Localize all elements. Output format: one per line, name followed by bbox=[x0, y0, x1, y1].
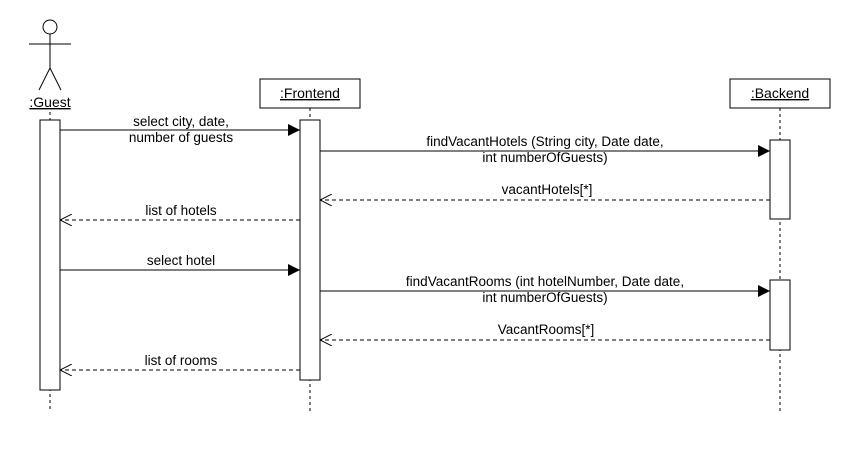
backend-activation-1 bbox=[769, 139, 791, 220]
message-label-line-2: int numberOfGuests) bbox=[482, 150, 607, 165]
return-label: list of rooms bbox=[145, 353, 218, 368]
return-label: VacantRooms[*] bbox=[498, 322, 595, 337]
frontend-participant: :Frontend bbox=[259, 78, 361, 109]
message-label-line-2: number of guests bbox=[129, 130, 234, 145]
message-find-vacant-rooms: findVacantRooms (int hotelNumber, Date d… bbox=[320, 274, 770, 305]
actor-head bbox=[42, 19, 58, 35]
actor-left-leg bbox=[38, 67, 51, 91]
frontend-name: :Frontend bbox=[280, 85, 340, 101]
message-select-hotel: select hotel bbox=[60, 253, 300, 276]
backend-name: :Backend bbox=[751, 85, 809, 101]
return-vacant-hotels: vacantHotels[*] bbox=[320, 182, 770, 200]
return-list-of-hotels: list of hotels bbox=[60, 203, 300, 220]
backend-participant: :Backend bbox=[729, 78, 831, 109]
return-list-of-rooms: list of rooms bbox=[60, 353, 300, 370]
message-select-city-date-guests: select city, date, number of guests bbox=[60, 114, 300, 145]
return-label: list of hotels bbox=[145, 203, 217, 218]
return-label: vacantHotels[*] bbox=[502, 182, 593, 197]
message-label-line-1: findVacantRooms (int hotelNumber, Date d… bbox=[406, 274, 684, 289]
message-find-vacant-hotels: findVacantHotels (String city, Date date… bbox=[320, 134, 770, 165]
message-label-line-1: select city, date, bbox=[133, 114, 229, 129]
frontend-activation bbox=[299, 119, 321, 381]
frontend-box bbox=[259, 78, 361, 109]
message-label-line-1: findVacantHotels (String city, Date date… bbox=[426, 134, 663, 149]
guest-name: :Guest bbox=[29, 94, 70, 110]
guest-actor: :Guest bbox=[29, 19, 71, 110]
guest-activation bbox=[39, 119, 61, 391]
actor-right-leg bbox=[49, 67, 62, 91]
backend-box bbox=[729, 78, 831, 109]
message-label-line-2: int numberOfGuests) bbox=[482, 290, 607, 305]
message-label: select hotel bbox=[147, 253, 215, 268]
return-vacant-rooms: VacantRooms[*] bbox=[320, 322, 770, 340]
backend-activation-2 bbox=[769, 279, 791, 351]
